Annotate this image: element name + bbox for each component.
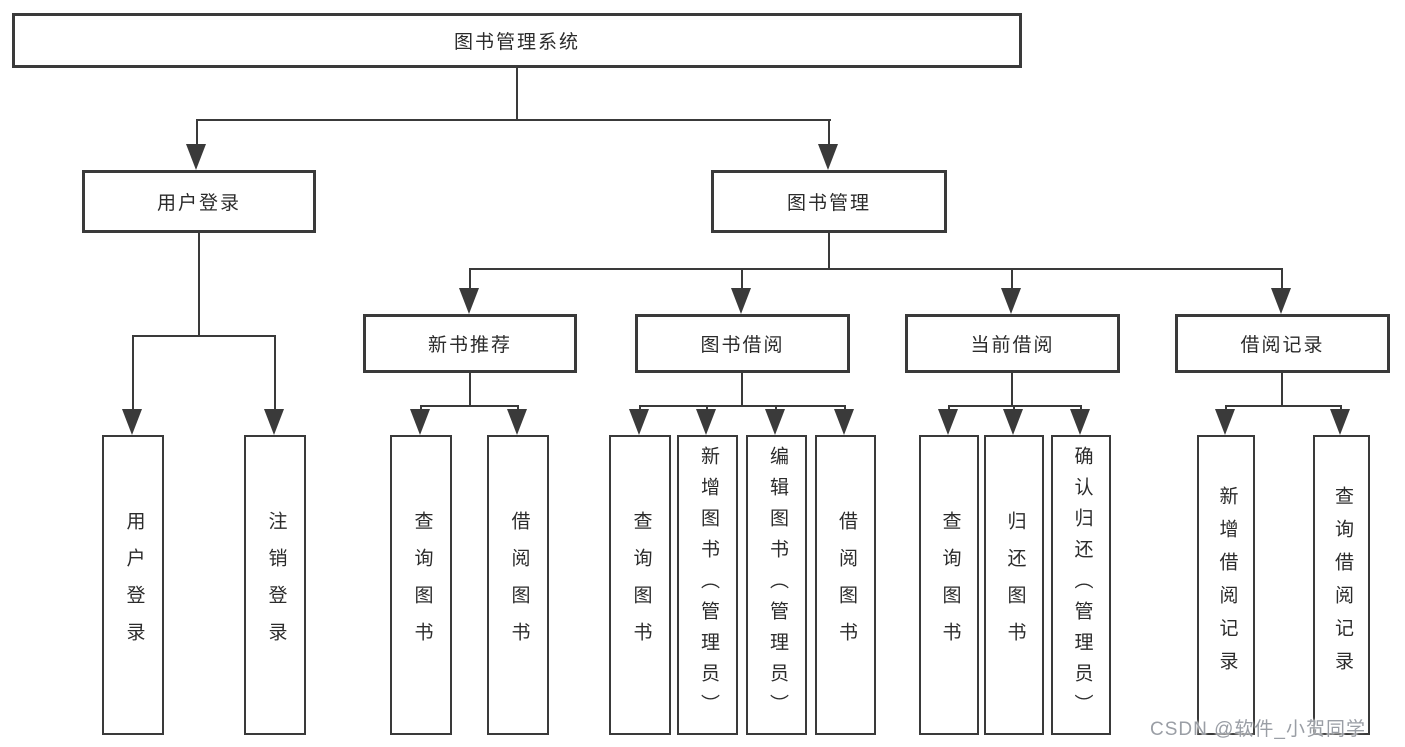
connector-arrow bbox=[122, 335, 142, 435]
connector-line bbox=[828, 231, 830, 270]
connector-line bbox=[516, 66, 518, 121]
node-user-login: 用户登录 bbox=[82, 170, 316, 233]
connector-arrow bbox=[731, 268, 751, 314]
leaf-label: 借阅图书 bbox=[508, 511, 530, 659]
connector-line bbox=[948, 405, 1082, 407]
leaf-query-books-recommend: 查询图书 bbox=[390, 435, 452, 735]
leaf-label: 查询图书 bbox=[411, 511, 433, 659]
connector-line bbox=[1011, 371, 1013, 407]
connector-arrow bbox=[1330, 405, 1350, 435]
connector-arrow bbox=[818, 119, 838, 170]
connector-line bbox=[132, 335, 276, 337]
leaf-label: 用户登录 bbox=[123, 511, 145, 659]
node-library-management-system: 图书管理系统 bbox=[12, 13, 1022, 68]
connector-line bbox=[420, 405, 519, 407]
connector-arrow bbox=[1070, 405, 1090, 435]
leaf-label: 新增借阅记录 bbox=[1216, 486, 1238, 684]
connector-arrow bbox=[938, 405, 958, 435]
connector-line bbox=[741, 371, 743, 407]
connector-line bbox=[196, 119, 831, 121]
connector-line bbox=[639, 405, 846, 407]
node-borrowing-records: 借阅记录 bbox=[1175, 314, 1390, 373]
node-current-borrowing: 当前借阅 bbox=[905, 314, 1120, 373]
leaf-label: 新增图书（管理员） bbox=[697, 445, 719, 725]
leaf-borrow-books: 借阅图书 bbox=[815, 435, 876, 735]
connector-arrow bbox=[1271, 268, 1291, 314]
leaf-label: 查询借阅记录 bbox=[1331, 486, 1353, 684]
node-book-management: 图书管理 bbox=[711, 170, 947, 233]
connector-line bbox=[1225, 405, 1342, 407]
leaf-label: 注销登录 bbox=[265, 511, 287, 659]
leaf-logout: 注销登录 bbox=[244, 435, 306, 735]
connector-arrow bbox=[834, 405, 854, 435]
connector-arrow bbox=[186, 119, 206, 170]
connector-arrow bbox=[1003, 405, 1023, 435]
leaf-label: 查询图书 bbox=[630, 511, 652, 659]
leaf-user-login: 用户登录 bbox=[102, 435, 164, 735]
connector-line bbox=[198, 231, 200, 337]
connector-arrow bbox=[1001, 268, 1021, 314]
node-book-borrowing: 图书借阅 bbox=[635, 314, 850, 373]
leaf-label: 确认归还（管理员） bbox=[1071, 445, 1093, 725]
connector-arrow bbox=[507, 405, 527, 435]
leaf-edit-book-admin: 编辑图书（管理员） bbox=[746, 435, 807, 735]
connector-line bbox=[1281, 371, 1283, 407]
leaf-query-books-borrowing: 查询图书 bbox=[609, 435, 671, 735]
connector-line bbox=[469, 268, 1283, 270]
node-new-book-recommendation: 新书推荐 bbox=[363, 314, 577, 373]
connector-arrow bbox=[1215, 405, 1235, 435]
connector-arrow bbox=[264, 335, 284, 435]
connector-arrow bbox=[696, 405, 716, 435]
leaf-label: 编辑图书（管理员） bbox=[766, 445, 788, 725]
leaf-add-borrow-record: 新增借阅记录 bbox=[1197, 435, 1255, 735]
leaf-confirm-return-admin: 确认归还（管理员） bbox=[1051, 435, 1111, 735]
leaf-borrow-books-recommend: 借阅图书 bbox=[487, 435, 549, 735]
connector-arrow bbox=[765, 405, 785, 435]
connector-line bbox=[469, 371, 471, 407]
watermark: CSDN @软件_小贺同学 bbox=[1150, 719, 1366, 740]
leaf-query-books-current: 查询图书 bbox=[919, 435, 979, 735]
leaf-add-book-admin: 新增图书（管理员） bbox=[677, 435, 738, 735]
connector-arrow bbox=[459, 268, 479, 314]
leaf-label: 归还图书 bbox=[1004, 511, 1026, 659]
leaf-return-book: 归还图书 bbox=[984, 435, 1044, 735]
leaf-query-borrow-record: 查询借阅记录 bbox=[1313, 435, 1370, 735]
leaf-label: 查询图书 bbox=[939, 511, 961, 659]
leaf-label: 借阅图书 bbox=[835, 511, 857, 659]
connector-arrow bbox=[410, 405, 430, 435]
connector-arrow bbox=[629, 405, 649, 435]
